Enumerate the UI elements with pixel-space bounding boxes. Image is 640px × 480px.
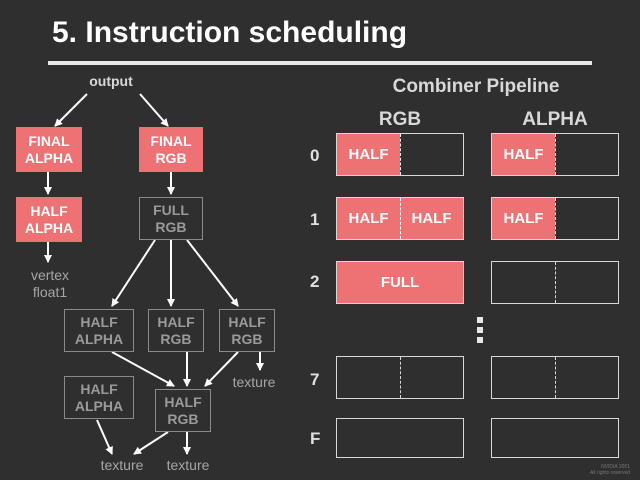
- arrow-half-alpha-low-to-texture: [96, 419, 113, 455]
- node-half-alpha-mid: HALF ALPHA: [64, 309, 134, 352]
- alpha-combiner-1: HALF: [491, 197, 619, 240]
- row-label: 1: [310, 210, 320, 229]
- watermark-line-1: NVIDIA 2001: [601, 464, 630, 470]
- rgb-full: FULL: [337, 262, 463, 303]
- node-full-rgb: FULL RGB: [139, 197, 203, 240]
- node-half-alpha-top: HALF ALPHA: [16, 197, 82, 242]
- texture-label-right: texture: [232, 374, 276, 390]
- rgb-half-right: HALF: [400, 198, 463, 239]
- texture-label-bottom-right: texture: [166, 457, 210, 473]
- rgb-half-left: HALF: [337, 134, 400, 175]
- node-half-rgb-mid-a: HALF RGB: [148, 309, 204, 352]
- ellipsis-dots: [477, 317, 485, 347]
- vertex-float-label: vertex float1: [30, 267, 70, 300]
- half-divider: [400, 357, 401, 398]
- rgb-half-left: HALF: [337, 198, 400, 239]
- footer-watermark: NVIDIA 2001 All rights reserved: [590, 464, 630, 476]
- node-final-alpha: FINAL ALPHA: [16, 127, 82, 172]
- half-divider: [555, 357, 556, 398]
- half-divider: [400, 198, 401, 239]
- arrow-full-rgb-to-half-rgb-b: [186, 239, 239, 307]
- rgb-combiner-7: [336, 356, 464, 399]
- output-label: output: [89, 73, 133, 89]
- alpha-combiner-7: [491, 356, 619, 399]
- pipeline-title: Combiner Pipeline: [392, 76, 560, 97]
- rgb-combiner-0: HALF: [336, 133, 464, 176]
- alpha-half-left: HALF: [492, 134, 555, 175]
- row-label: 7: [310, 370, 320, 389]
- arrow-full-rgb-to-half-alpha-mid: [111, 239, 156, 307]
- alpha-column-header: ALPHA: [522, 109, 588, 130]
- rgb-combiner-1: HALF HALF: [336, 197, 464, 240]
- arrow-output-to-final-rgb: [139, 93, 169, 127]
- final-combiner-alpha: [491, 418, 619, 458]
- half-divider: [555, 134, 556, 175]
- alpha-combiner-2: [491, 261, 619, 304]
- watermark-line-2: All rights reserved: [589, 470, 630, 476]
- node-half-rgb-low: HALF RGB: [155, 389, 211, 432]
- rgb-column-header: RGB: [378, 109, 422, 130]
- alpha-combiner-0: HALF: [491, 133, 619, 176]
- node-final-rgb: FINAL RGB: [139, 127, 203, 172]
- rgb-combiner-2: FULL: [336, 261, 464, 304]
- half-divider: [555, 262, 556, 303]
- node-half-rgb-mid-b: HALF RGB: [219, 309, 275, 352]
- slide-title: 5. Instruction scheduling: [52, 16, 408, 49]
- arrow-half-alpha-mid-to-half-rgb-low: [111, 351, 175, 387]
- arrow-output-to-final-alpha: [54, 93, 88, 127]
- title-underline: [48, 61, 592, 65]
- arrow-half-rgb-b-to-half-rgb-low: [204, 351, 239, 387]
- row-label: 2: [310, 272, 320, 291]
- row-label: 0: [310, 146, 320, 165]
- arrow-half-rgb-low-to-texture-left: [133, 431, 169, 455]
- row-label: F: [310, 429, 321, 448]
- final-combiner-rgb: [336, 418, 464, 458]
- node-half-alpha-low: HALF ALPHA: [64, 376, 134, 419]
- half-divider: [400, 134, 401, 175]
- alpha-half-left: HALF: [492, 198, 555, 239]
- texture-label-bottom-left: texture: [100, 457, 144, 473]
- half-divider: [555, 198, 556, 239]
